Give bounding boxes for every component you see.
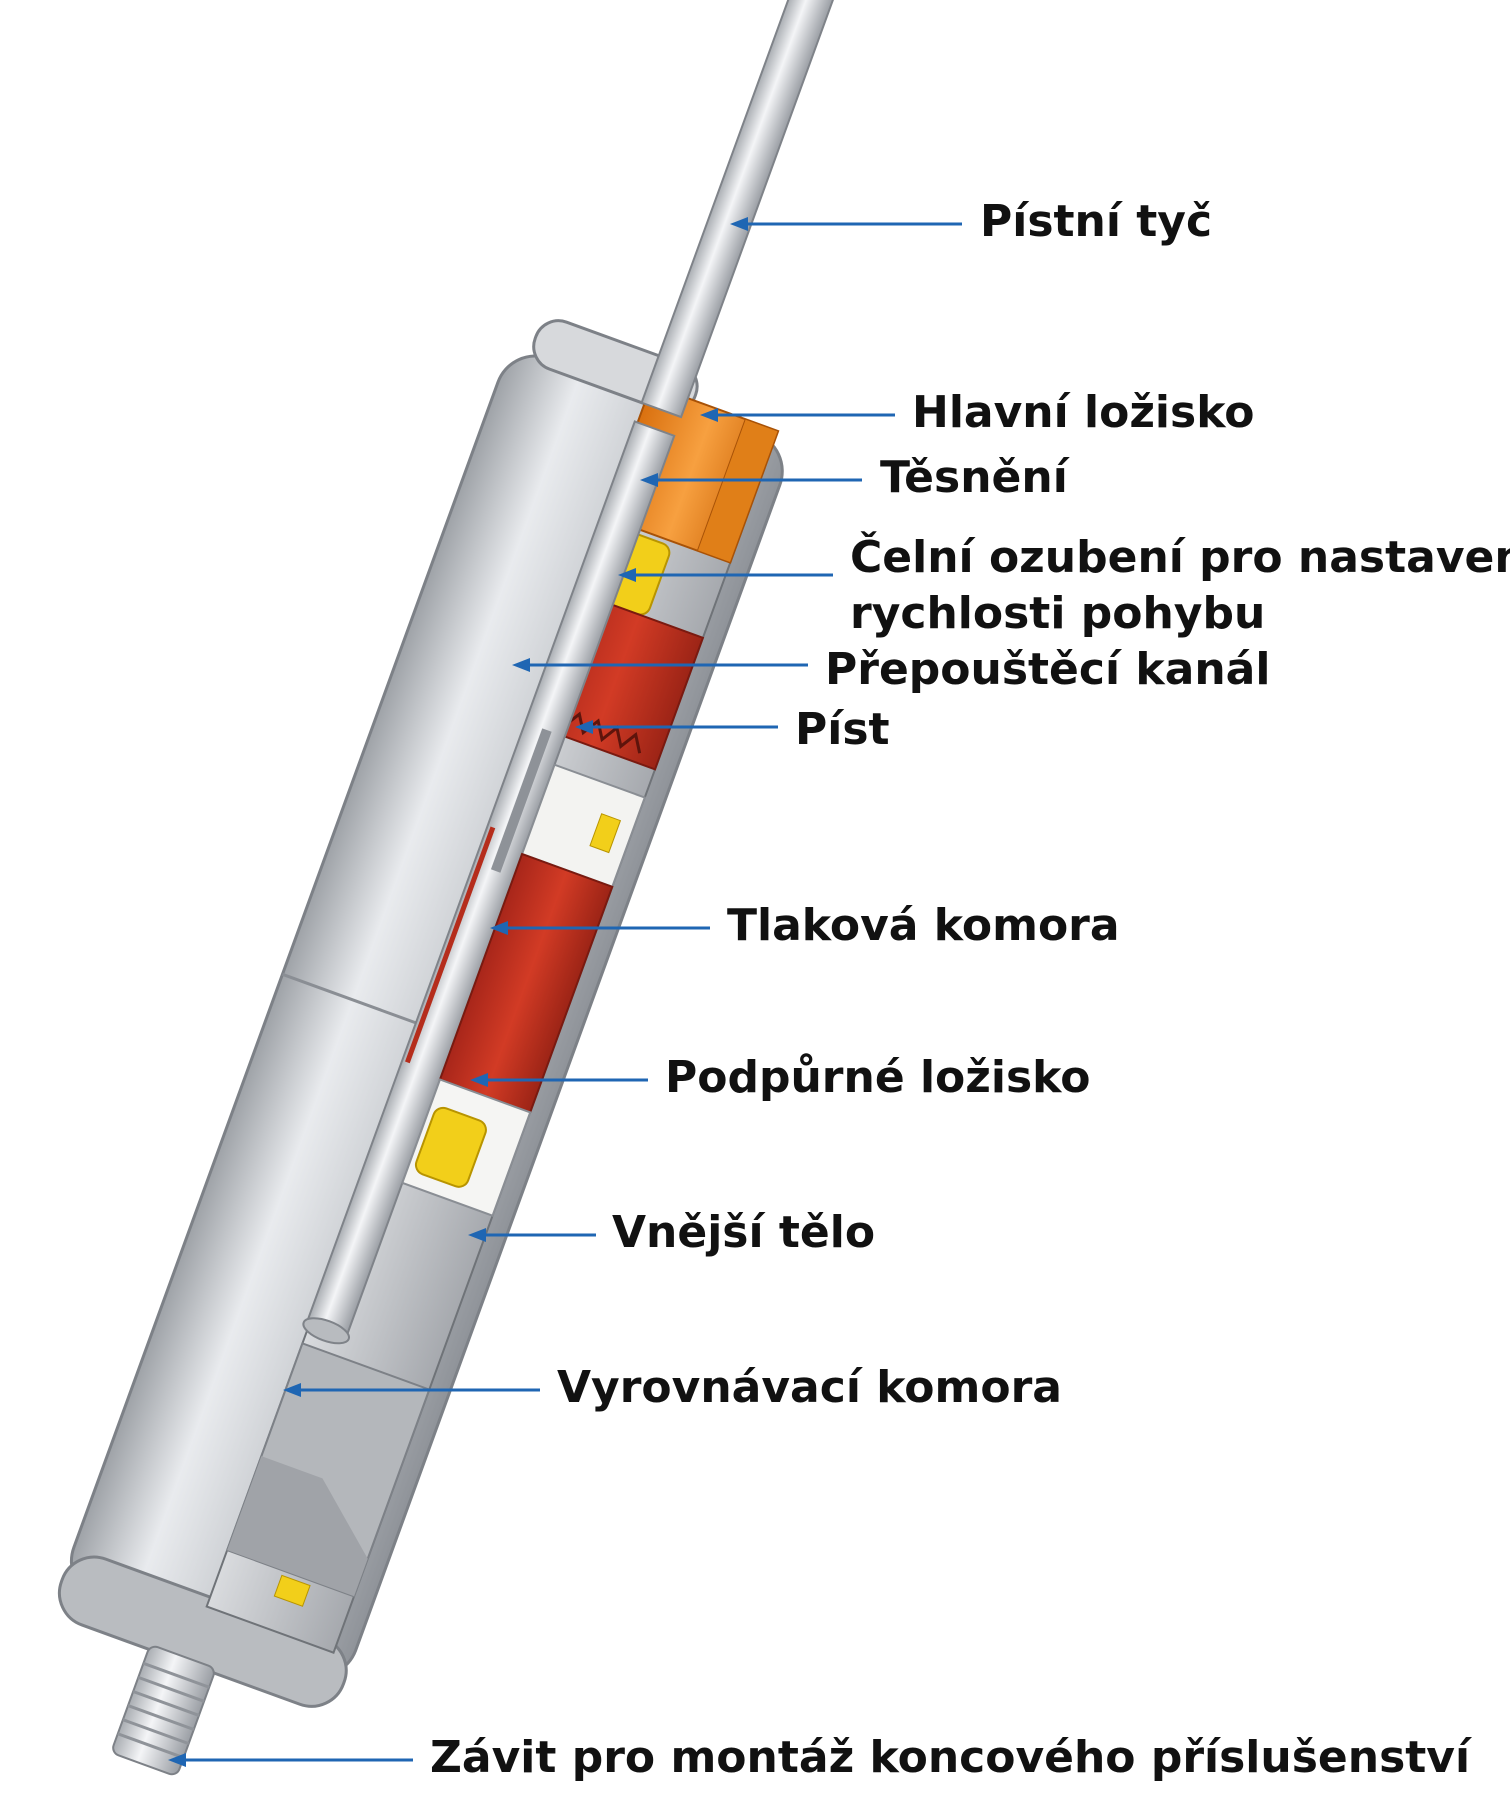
label-pressure-chamber: Tlaková komora [727, 900, 1120, 951]
compensation-chamber-cone [227, 1456, 368, 1597]
leader-piston [575, 720, 778, 734]
piston-seal [589, 813, 622, 854]
piston-rod-end [302, 1317, 351, 1345]
support-bearing-seal [414, 1106, 487, 1188]
label-face-gearing: Čelní ozubení pro nastavení rychlosti po… [850, 530, 1510, 642]
leader-support-bearing [470, 1073, 648, 1087]
shock-absorber-illustration [57, 0, 844, 1776]
body-seam [281, 972, 424, 1028]
label-piston-rod: Pístní tyč [980, 196, 1213, 247]
leader-outer-body [468, 1228, 596, 1242]
mounting-thread [112, 1645, 215, 1776]
leader-main-bearing [700, 408, 895, 422]
label-mounting-thread: Závit pro montáž koncového příslušenství [430, 1732, 1471, 1783]
leader-face-gearing [618, 568, 833, 582]
leader-seal [640, 473, 862, 487]
label-face-gearing-line2: rychlosti pohybu [850, 588, 1266, 639]
label-outer-body: Vnější tělo [612, 1207, 876, 1258]
leader-mounting-thread [168, 1753, 413, 1767]
bottom-seal [273, 1574, 311, 1607]
main-bearing-thread [696, 418, 779, 564]
piston-rod [640, 0, 844, 419]
leader-lines [168, 217, 962, 1767]
label-seal: Těsnění [880, 452, 1068, 503]
pressure-chamber-left [405, 826, 496, 1064]
label-main-bearing: Hlavní ložisko [912, 387, 1255, 438]
bypass-channel [490, 728, 552, 873]
label-compensation-chamber: Vyrovnávací komora [557, 1362, 1062, 1413]
leader-pressure-chamber [490, 921, 710, 935]
label-support-bearing: Podpůrné ložisko [665, 1052, 1091, 1103]
leader-piston-rod [730, 217, 962, 231]
label-face-gearing-line1: Čelní ozubení pro nastavení [850, 532, 1510, 583]
leader-compensation [283, 1383, 540, 1397]
label-piston: Píst [795, 704, 890, 755]
label-bypass-channel: Přepouštěcí kanál [825, 644, 1271, 695]
leader-bypass-channel [512, 658, 808, 672]
